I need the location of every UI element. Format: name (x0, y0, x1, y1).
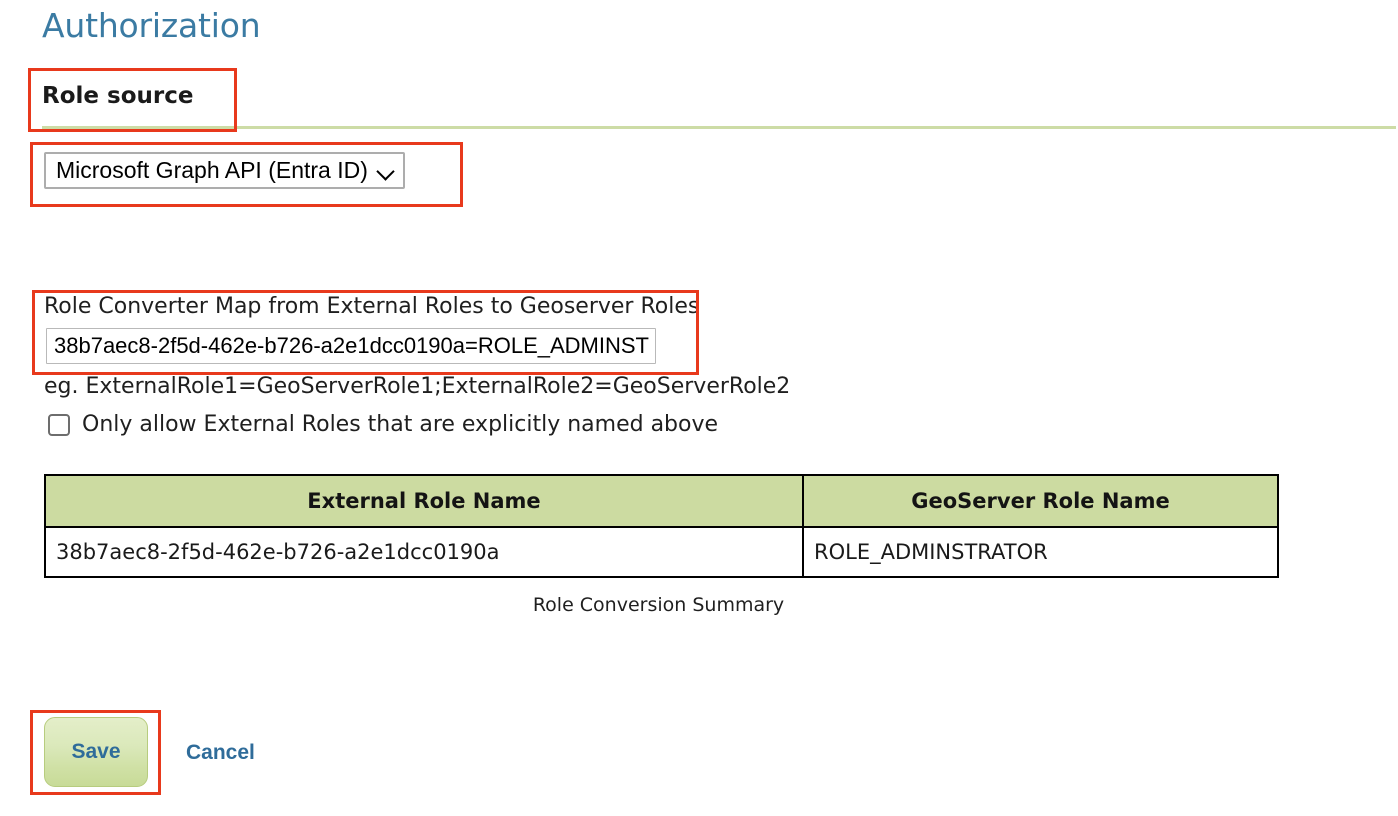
cancel-link[interactable]: Cancel (186, 741, 255, 764)
cell-external-role-name: 38b7aec8-2f5d-462e-b726-a2e1dcc0190a (44, 526, 804, 578)
section-divider (42, 126, 1396, 129)
chevron-down-icon (378, 165, 395, 176)
role-source-select[interactable]: Microsoft Graph API (Entra ID) (44, 152, 405, 190)
role-conversion-table: External Role Name GeoServer Role Name 3… (44, 474, 1279, 578)
column-header-external-role-name: External Role Name (44, 474, 804, 528)
page-title: Authorization (42, 6, 261, 45)
role-converter-map-label: Role Converter Map from External Roles t… (44, 294, 700, 319)
cell-geoserver-role-name: ROLE_ADMINSTRATOR (802, 526, 1279, 578)
role-converter-map-input[interactable] (46, 328, 656, 364)
role-source-select-wrapper: Microsoft Graph API (Entra ID) (44, 152, 405, 190)
save-button[interactable]: Save (44, 717, 148, 787)
section-heading-role-source: Role source (42, 83, 194, 109)
column-header-geoserver-role-name: GeoServer Role Name (802, 474, 1279, 528)
only-allow-named-roles-row: Only allow External Roles that are expli… (48, 412, 718, 437)
only-allow-named-roles-checkbox[interactable] (48, 413, 70, 436)
role-source-selected-value: Microsoft Graph API (Entra ID) (56, 157, 368, 183)
table-header-row: External Role Name GeoServer Role Name (44, 474, 1279, 528)
table-row: 38b7aec8-2f5d-462e-b726-a2e1dcc0190a ROL… (44, 526, 1279, 578)
table-caption: Role Conversion Summary (532, 594, 785, 616)
only-allow-named-roles-label: Only allow External Roles that are expli… (82, 412, 719, 437)
role-converter-map-hint: eg. ExternalRole1=GeoServerRole1;Externa… (44, 374, 791, 399)
